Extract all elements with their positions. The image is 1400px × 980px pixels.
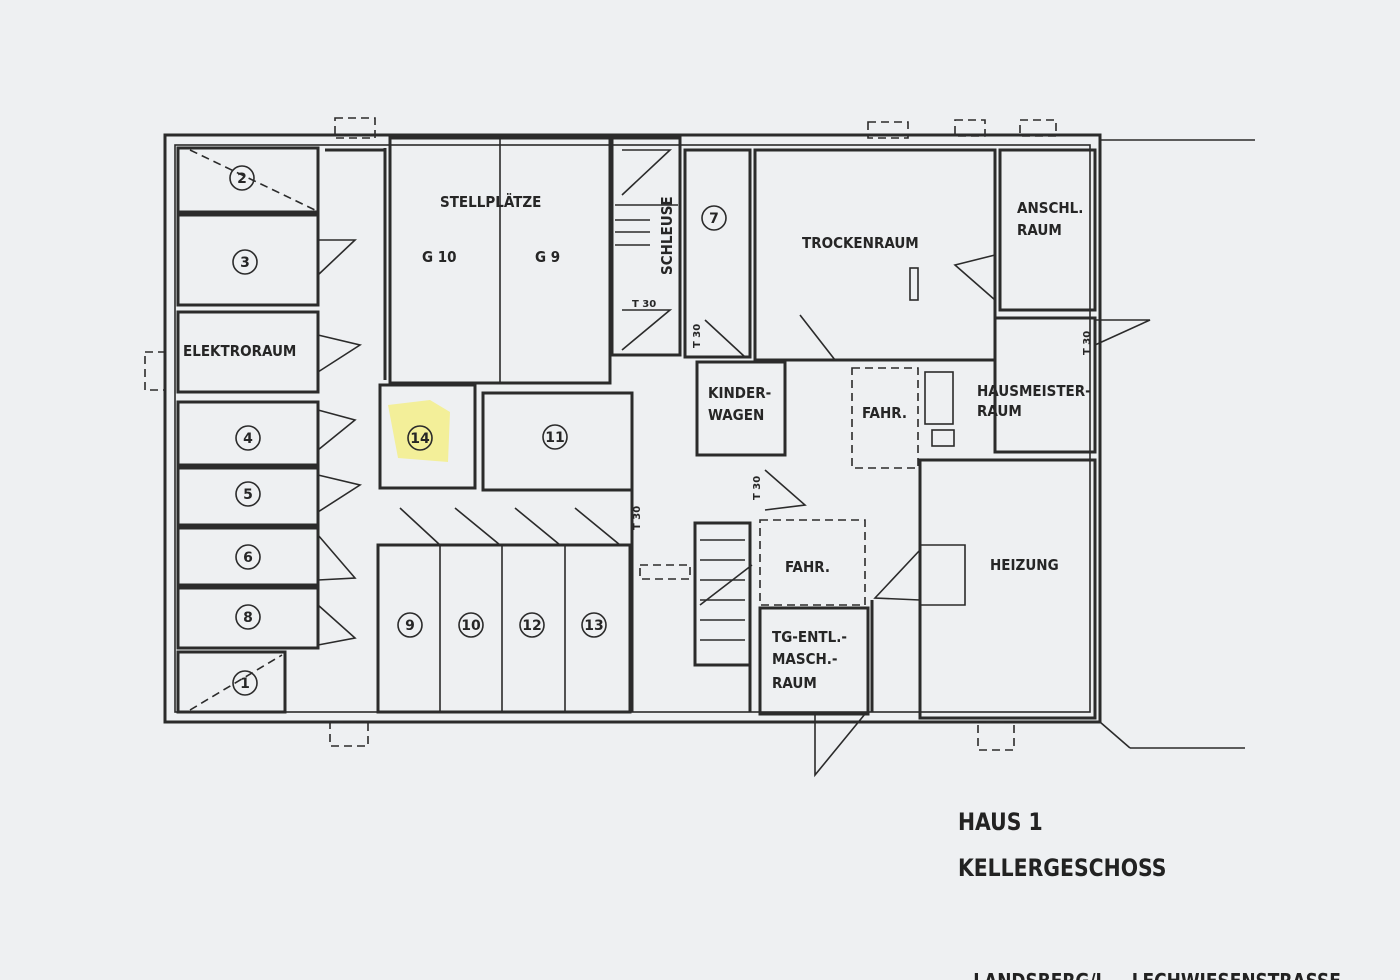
svg-text:3: 3 — [240, 255, 250, 271]
svg-text:2: 2 — [237, 171, 247, 187]
title-kellergeschoss: KELLERGESCHOSS — [958, 854, 1167, 882]
label-kinderwagen-2: WAGEN — [708, 406, 764, 424]
label-kinderwagen-1: KINDER- — [708, 384, 771, 402]
fire-door-label: T 30 — [752, 476, 763, 500]
svg-text:5: 5 — [243, 487, 253, 503]
unit-14-highlight — [388, 400, 450, 462]
unit-8: 8 — [235, 604, 261, 630]
label-tg-2: MASCH.- — [772, 650, 838, 668]
center-block — [376, 136, 634, 714]
label-hausmeister-raum: RAUM — [977, 402, 1022, 420]
unit-6: 6 — [235, 544, 261, 570]
label-g10: G 10 — [422, 248, 457, 266]
svg-text:10: 10 — [461, 618, 481, 634]
unit-3: 3 — [232, 249, 258, 275]
svg-text:11: 11 — [545, 430, 564, 446]
unit-14: 14 — [407, 425, 433, 451]
fire-door-label: T 30 — [692, 324, 703, 348]
label-g9: G 9 — [535, 248, 560, 266]
unit-9: 9 — [397, 612, 423, 638]
unit-1: 1 — [232, 670, 258, 696]
unit-12: 12 — [519, 612, 545, 638]
unit-2: 2 — [229, 165, 255, 191]
svg-text:8: 8 — [243, 610, 253, 626]
label-anschl-raum: RAUM — [1017, 221, 1062, 239]
fire-door-label: T 30 — [632, 299, 656, 310]
svg-text:6: 6 — [243, 550, 253, 566]
label-heizung: HEIZUNG — [990, 556, 1059, 574]
label-anschl: ANSCHL. — [1017, 199, 1083, 217]
label-schleuse: SCHLEUSE — [658, 196, 676, 275]
title-block: HAUS 1 KELLERGESCHOSS LANDSBERG/L. - LEC… — [958, 808, 1341, 980]
room-labels: STELLPLÄTZE G 10 G 9 ELEKTRORAUM SCHLEUS… — [183, 192, 1093, 692]
label-fahr-1: FAHR. — [862, 404, 907, 422]
label-trockenraum: TROCKENRAUM — [802, 234, 919, 252]
unit-4: 4 — [235, 425, 261, 451]
svg-text:4: 4 — [243, 431, 253, 447]
title-haus: HAUS 1 — [958, 808, 1043, 836]
svg-text:12: 12 — [522, 618, 541, 634]
unit-11: 11 — [542, 424, 568, 450]
label-tg-3: RAUM — [772, 674, 817, 692]
unit-5: 5 — [235, 481, 261, 507]
right-block — [610, 136, 1151, 778]
unit-13: 13 — [581, 612, 607, 638]
label-fahr-2: FAHR. — [785, 558, 830, 576]
fire-door-label: T 30 — [1082, 331, 1093, 355]
left-storage-block — [176, 146, 387, 714]
svg-text:13: 13 — [584, 618, 603, 634]
label-hausmeister: HAUSMEISTER- — [977, 382, 1091, 400]
svg-text:14: 14 — [410, 431, 430, 447]
title-address: LANDSBERG/L. - LECHWIESENSTRASSE — [973, 971, 1341, 980]
label-tg-1: TG-ENTL.- — [772, 628, 847, 646]
unit-10: 10 — [458, 612, 484, 638]
svg-text:1: 1 — [240, 676, 250, 692]
unit-7: 7 — [701, 205, 727, 231]
svg-text:9: 9 — [405, 618, 415, 634]
label-elektroraum: ELEKTRORAUM — [183, 342, 296, 360]
unit-numbers: 1 2 3 4 5 6 7 8 9 10 11 12 13 14 — [229, 165, 727, 696]
label-stellplaetze: STELLPLÄTZE — [440, 192, 541, 211]
fire-door-label: T 30 — [632, 506, 643, 530]
svg-text:7: 7 — [709, 211, 719, 227]
